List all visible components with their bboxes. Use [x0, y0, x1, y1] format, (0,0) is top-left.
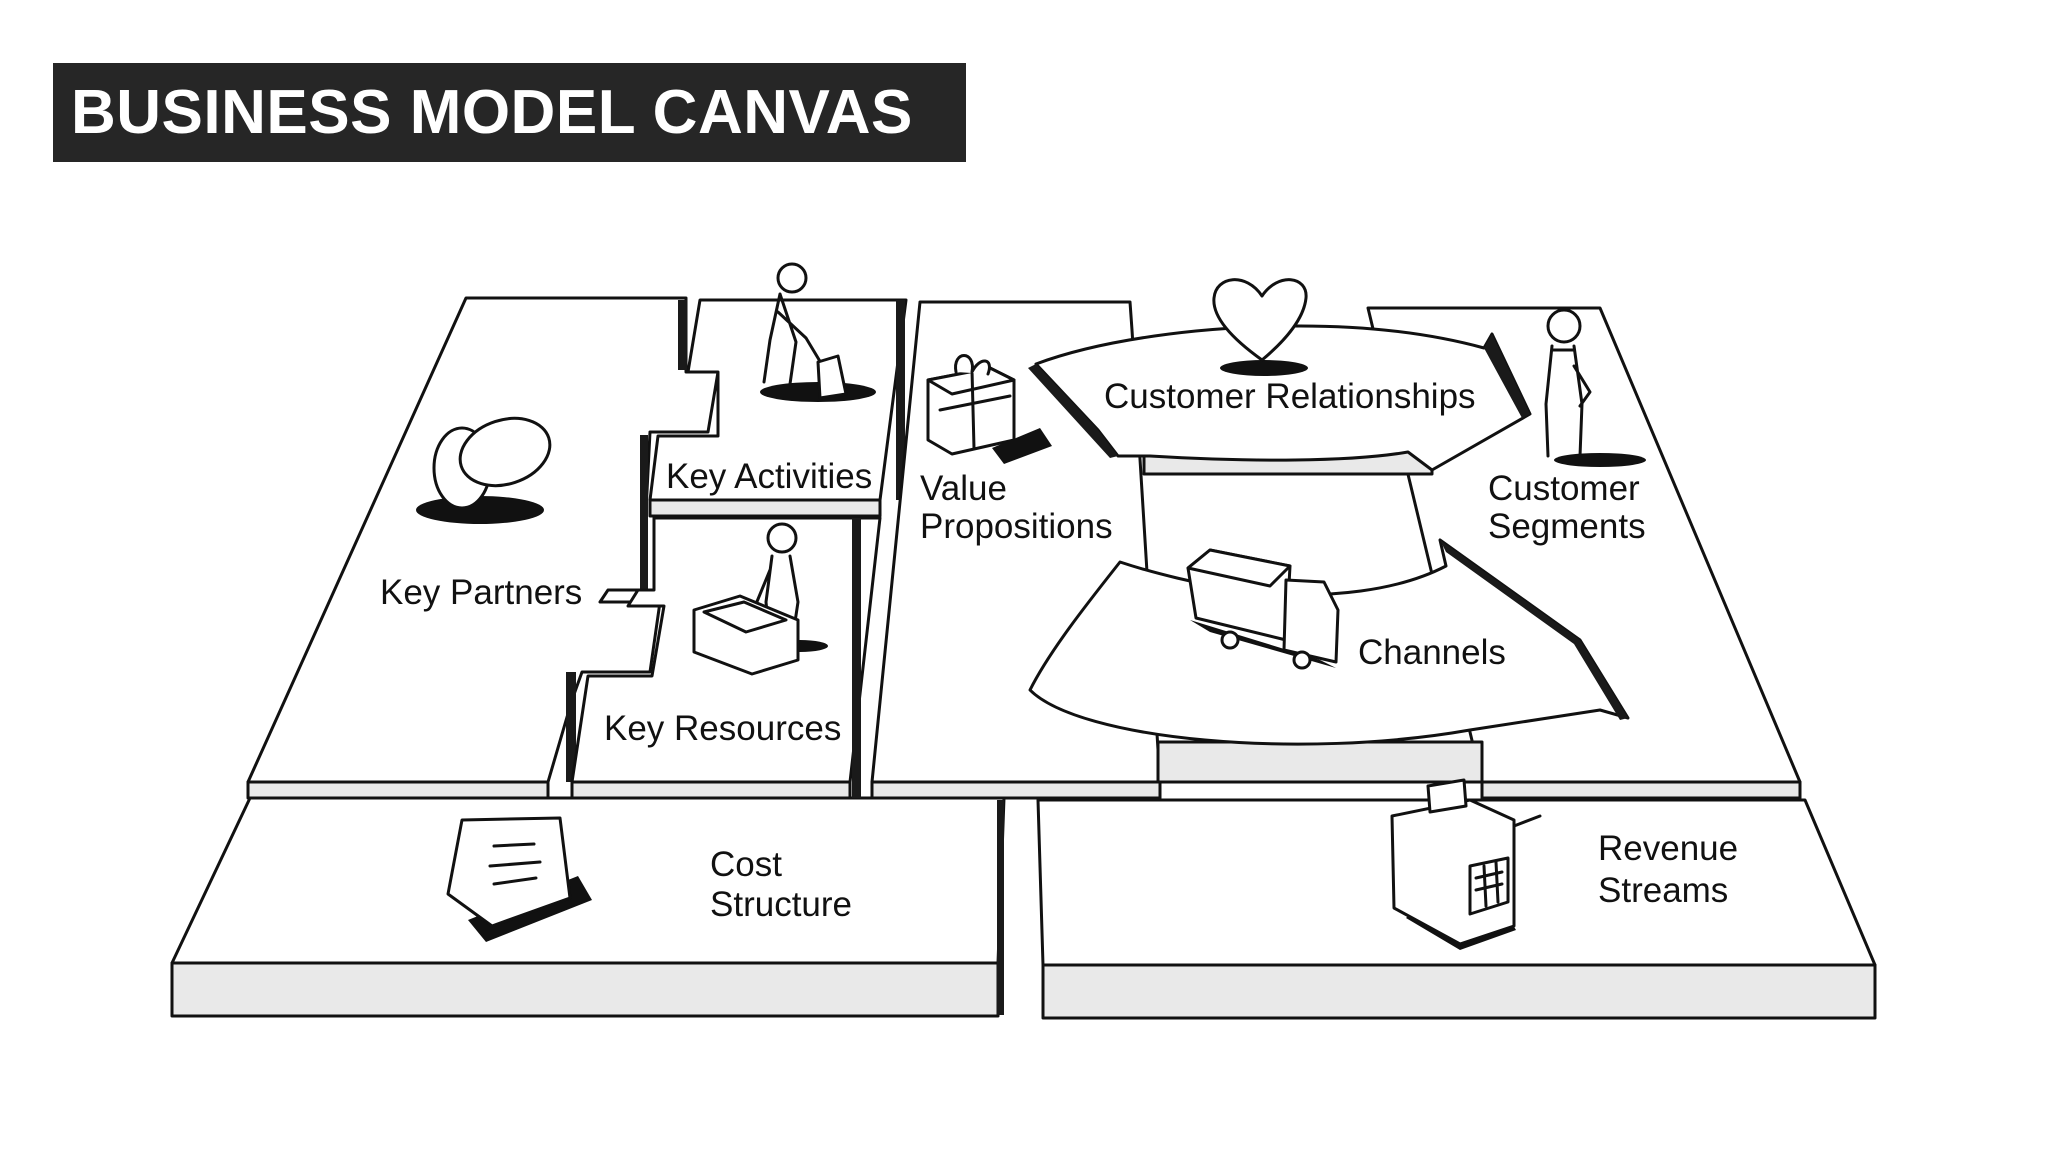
key-activities-block: [648, 298, 908, 518]
invoice-paper-icon: [446, 816, 592, 942]
title-banner: BUSINESS MODEL CANVAS: [53, 63, 966, 162]
cash-register-icon: [1390, 778, 1542, 950]
customer-relationships-arrow: [1028, 324, 1532, 476]
person-with-machine-icon: [692, 522, 828, 676]
key-resources-label: Key Resources: [604, 709, 841, 748]
page-title: BUSINESS MODEL CANVAS: [71, 78, 913, 147]
customer-segments-label-line1: Customer: [1488, 469, 1640, 508]
digging-person-icon: [760, 262, 876, 402]
key-partners-block: [246, 296, 720, 800]
channels-label: Channels: [1358, 633, 1506, 672]
interlocked-rings-icon: [416, 416, 552, 524]
standing-person-icon: [1544, 308, 1646, 467]
customer-segments-label-line2: Segments: [1488, 507, 1646, 546]
value-propositions-label-line2: Propositions: [920, 507, 1113, 546]
cost-structure-label-line1: Cost: [710, 845, 782, 884]
cost-structure-block: [170, 796, 1006, 1018]
cost-structure-label-line2: Structure: [710, 885, 852, 924]
value-propositions-label-line1: Value: [920, 469, 1007, 508]
customer-relationships-label: Customer Relationships: [1104, 377, 1476, 416]
key-activities-label: Key Activities: [666, 457, 872, 496]
heart-icon: [1212, 278, 1308, 376]
delivery-truck-icon: [1186, 548, 1340, 670]
gift-box-icon: [926, 354, 1052, 464]
revenue-streams-label-line2: Streams: [1598, 871, 1728, 910]
channels-arrow: [1028, 538, 1630, 784]
key-partners-label: Key Partners: [380, 573, 582, 612]
revenue-streams-label-line1: Revenue: [1598, 829, 1738, 868]
